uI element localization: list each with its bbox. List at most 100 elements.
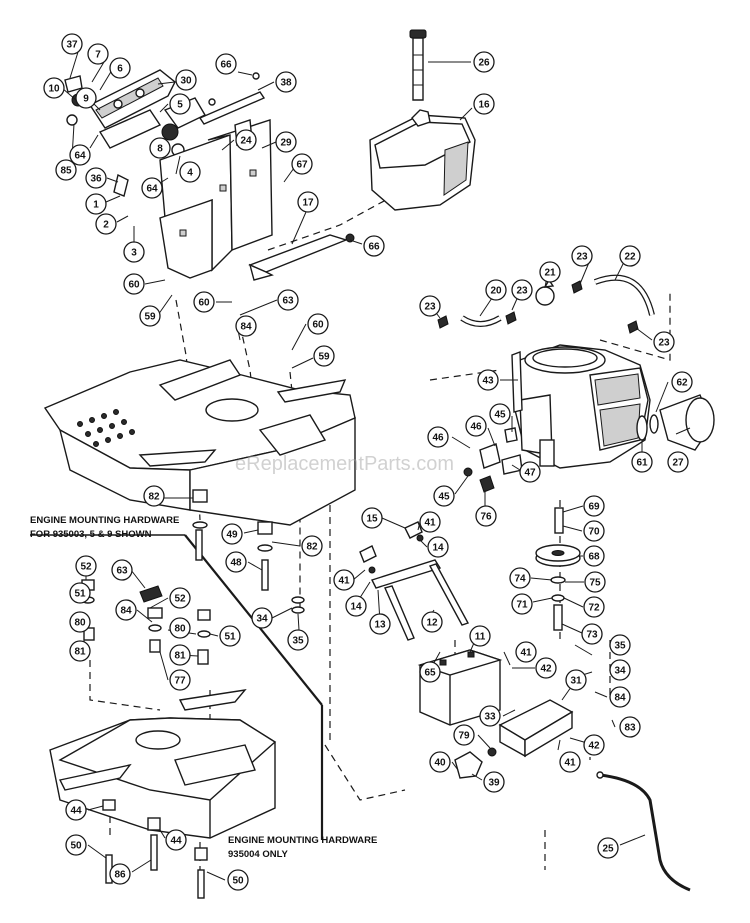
note-hardware-bottom-line1: ENGINE MOUNTING HARDWARE xyxy=(228,835,377,846)
svg-text:52: 52 xyxy=(174,594,186,605)
svg-text:12: 12 xyxy=(426,618,438,629)
callout-11: 11 xyxy=(469,625,491,647)
callout-76: 76 xyxy=(475,505,497,527)
callout-83: 83 xyxy=(619,716,641,738)
callout-82-a: 82 xyxy=(143,485,165,507)
callout-59-a: 59 xyxy=(139,305,161,327)
fuel-lines xyxy=(437,274,655,334)
svg-text:64: 64 xyxy=(74,151,86,162)
callout-40: 40 xyxy=(429,751,451,773)
small-brackets xyxy=(359,521,424,574)
callout-4: 4 xyxy=(179,161,201,183)
callout-81-a: 81 xyxy=(69,640,91,662)
svg-text:37: 37 xyxy=(66,40,78,51)
callout-65: 65 xyxy=(419,661,441,683)
svg-text:81: 81 xyxy=(74,647,86,658)
svg-text:23: 23 xyxy=(576,252,588,263)
callout-6: 6 xyxy=(109,57,131,79)
callout-45-b: 45 xyxy=(433,485,455,507)
svg-text:65: 65 xyxy=(424,668,436,679)
svg-text:84: 84 xyxy=(614,693,626,704)
callout-67: 67 xyxy=(291,153,313,175)
svg-text:79: 79 xyxy=(458,731,470,742)
callout-86: 86 xyxy=(109,863,131,885)
callout-49: 49 xyxy=(221,523,243,545)
callout-46-b: 46 xyxy=(427,426,449,448)
svg-text:82: 82 xyxy=(148,492,160,503)
inset-hardware xyxy=(81,579,211,899)
svg-text:26: 26 xyxy=(478,58,490,69)
callout-52-a: 52 xyxy=(75,555,97,577)
callout-75: 75 xyxy=(584,571,606,593)
svg-text:42: 42 xyxy=(540,664,552,675)
engine xyxy=(511,344,651,469)
svg-text:38: 38 xyxy=(280,78,292,89)
callout-42-b: 42 xyxy=(583,734,605,756)
svg-text:45: 45 xyxy=(438,492,450,503)
svg-text:81: 81 xyxy=(174,651,186,662)
callout-44-b: 44 xyxy=(165,829,187,851)
svg-text:50: 50 xyxy=(70,841,82,852)
callout-36: 36 xyxy=(85,167,107,189)
svg-text:44: 44 xyxy=(170,836,182,847)
svg-text:61: 61 xyxy=(636,458,648,469)
svg-text:49: 49 xyxy=(226,530,238,541)
frame-pan xyxy=(43,359,356,526)
callout-24: 24 xyxy=(235,129,257,151)
callout-41-c: 41 xyxy=(515,641,537,663)
svg-text:67: 67 xyxy=(296,160,308,171)
callout-15: 15 xyxy=(361,507,383,529)
svg-text:48: 48 xyxy=(230,558,242,569)
callout-20: 20 xyxy=(485,279,507,301)
svg-text:41: 41 xyxy=(520,648,532,659)
callout-3: 3 xyxy=(123,241,145,263)
callout-64-top: 64 xyxy=(69,144,91,166)
callout-23-c: 23 xyxy=(419,295,441,317)
svg-text:14: 14 xyxy=(350,602,362,613)
svg-text:8: 8 xyxy=(157,144,163,155)
callout-48: 48 xyxy=(225,551,247,573)
callout-80-b: 80 xyxy=(169,617,191,639)
callout-34-b: 34 xyxy=(609,659,631,681)
svg-text:60: 60 xyxy=(128,280,140,291)
callout-62: 62 xyxy=(671,371,693,393)
callout-10: 10 xyxy=(43,77,65,99)
callout-51-b: 51 xyxy=(219,625,241,647)
svg-text:11: 11 xyxy=(475,632,486,643)
svg-text:4: 4 xyxy=(187,168,193,179)
svg-text:63: 63 xyxy=(282,296,294,307)
fender-bracket xyxy=(159,119,273,279)
callout-35-a: 35 xyxy=(287,629,309,651)
callout-66-right: 66 xyxy=(363,235,385,257)
callout-29: 29 xyxy=(275,131,297,153)
svg-text:75: 75 xyxy=(589,578,601,589)
svg-text:29: 29 xyxy=(280,138,292,149)
svg-text:60: 60 xyxy=(198,298,210,309)
svg-text:63: 63 xyxy=(116,566,128,577)
rod-38 xyxy=(198,72,266,125)
svg-text:41: 41 xyxy=(564,758,576,769)
svg-text:84: 84 xyxy=(120,606,132,617)
note-hardware-top-line2: FOR 935003, 5 & 9 SHOWN xyxy=(30,529,152,540)
callout-37: 37 xyxy=(61,33,83,55)
callout-23-d: 23 xyxy=(653,331,675,353)
svg-text:3: 3 xyxy=(131,248,137,259)
svg-text:66: 66 xyxy=(220,60,232,71)
callout-14-a: 14 xyxy=(427,536,449,558)
svg-text:2: 2 xyxy=(103,220,109,231)
battery-hold-down xyxy=(371,559,470,641)
svg-text:36: 36 xyxy=(90,174,102,185)
callout-45-a: 45 xyxy=(489,403,511,425)
svg-text:44: 44 xyxy=(70,806,82,817)
svg-text:64: 64 xyxy=(146,184,158,195)
pulley-stack xyxy=(535,507,581,631)
svg-text:85: 85 xyxy=(60,166,72,177)
svg-text:43: 43 xyxy=(482,376,494,387)
callout-35-b: 35 xyxy=(609,634,631,656)
svg-text:71: 71 xyxy=(516,600,528,611)
callout-46-a: 46 xyxy=(465,415,487,437)
callout-59-b: 59 xyxy=(313,345,335,367)
callout-61: 61 xyxy=(631,451,653,473)
pan-holes xyxy=(77,409,135,447)
